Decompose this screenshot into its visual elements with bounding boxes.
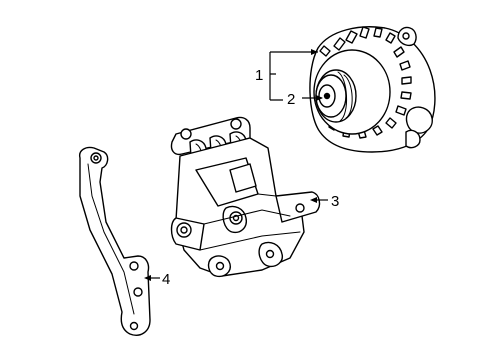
- callout-2: 2: [287, 91, 295, 108]
- ventilation-slots: [319, 26, 412, 139]
- callout-3: 3: [331, 193, 339, 210]
- callout-1: 1: [255, 67, 263, 84]
- support-brace: [79, 146, 151, 336]
- alternator: [309, 26, 436, 153]
- pulley: [315, 69, 357, 123]
- leader-1: [269, 51, 318, 101]
- callout-4: 4: [162, 271, 170, 288]
- mounting-bracket: [170, 116, 321, 278]
- callout-leaders: [144, 49, 328, 281]
